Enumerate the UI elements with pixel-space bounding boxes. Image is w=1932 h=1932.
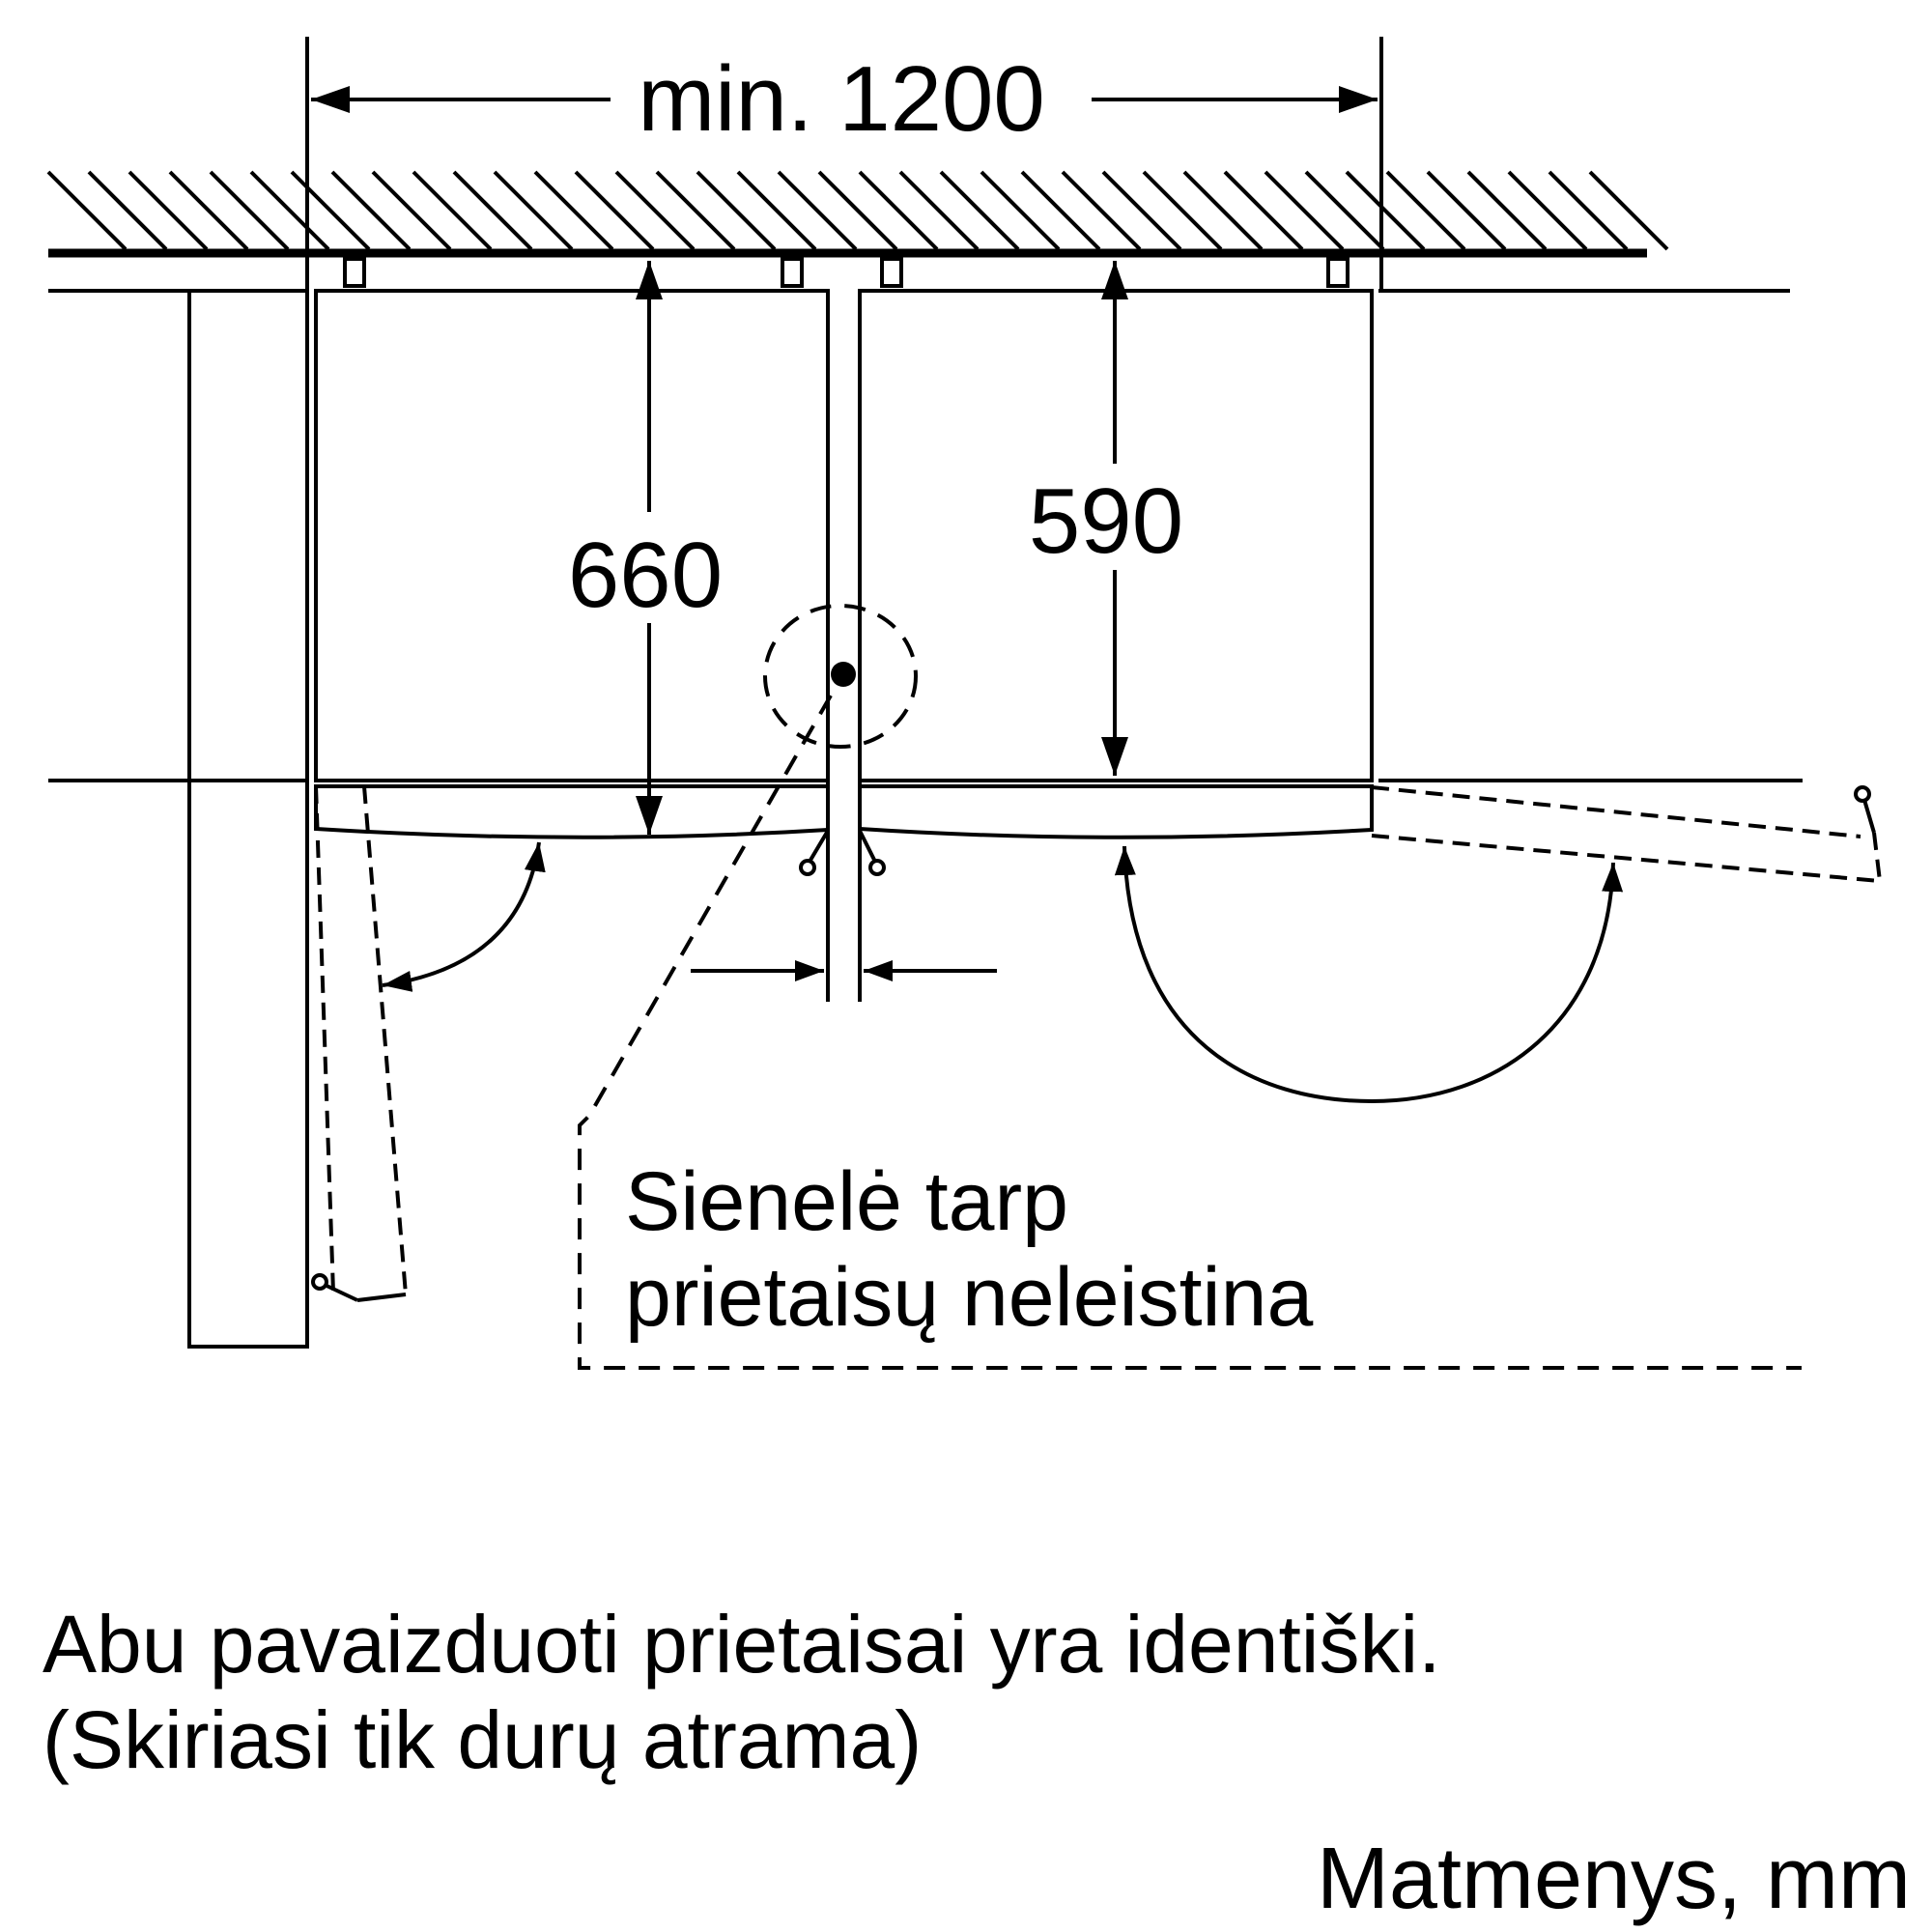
hatch-line: [817, 170, 898, 251]
hatch-line: [1223, 170, 1304, 251]
hatch-line: [736, 170, 817, 251]
left-door-swing-arrow: [382, 841, 546, 992]
hatch-line: [1385, 170, 1466, 251]
right-door-swing-arrow: [1114, 845, 1624, 1104]
hatch-line: [46, 170, 128, 251]
hatch-line: [1142, 170, 1223, 251]
hatch-line: [1101, 170, 1182, 251]
extension-lines: [305, 37, 1383, 291]
hatch-line: [412, 170, 493, 251]
left-door-handle: [311, 1273, 407, 1302]
hatch-line: [290, 170, 371, 251]
hatch-line: [452, 170, 533, 251]
hatch-line: [614, 170, 696, 251]
right-depth-label: 590: [1029, 469, 1183, 573]
note-leader: [578, 695, 1802, 1370]
wall-hatching: [46, 170, 1669, 251]
width-dimension-label: min. 1200: [638, 47, 1045, 151]
hatch-line: [493, 170, 574, 251]
right-door-open: [1370, 785, 1882, 883]
hatch-line: [939, 170, 1020, 251]
caption-line-2: (Skiriasi tik durų atrama): [43, 1694, 922, 1785]
hatch-line: [128, 170, 209, 251]
hatch-line: [574, 170, 655, 251]
hatch-line: [858, 170, 939, 251]
cabinet-outline: [48, 289, 1803, 1349]
hatch-line: [87, 170, 168, 251]
hatch-line: [1264, 170, 1345, 251]
note-line-1: Sienelė tarp: [625, 1155, 1068, 1248]
units-label: Matmenys, mm: [1317, 1831, 1911, 1927]
right-door-handle: [1854, 785, 1876, 834]
hatch-line: [1304, 170, 1385, 251]
hatch-line: [371, 170, 452, 251]
hatch-line: [1466, 170, 1548, 251]
hatch-line: [209, 170, 290, 251]
detail-circle: [763, 604, 918, 749]
caption-line-1: Abu pavaizduoti prietaisai yra identiški…: [43, 1599, 1440, 1690]
left-door-open: [314, 784, 408, 1295]
hatch-line: [1061, 170, 1142, 251]
hatch-line: [330, 170, 412, 251]
door-hinges: [799, 829, 886, 876]
hatch-line: [1020, 170, 1101, 251]
appliance-gap: [691, 291, 997, 1002]
hatch-line: [696, 170, 777, 251]
hatch-line: [1588, 170, 1669, 251]
hatch-line: [1507, 170, 1588, 251]
hatch-line: [1426, 170, 1507, 251]
hatch-line: [777, 170, 858, 251]
hatch-line: [655, 170, 736, 251]
note-line-2: prietaisų neleistina: [625, 1251, 1313, 1344]
hatch-line: [1345, 170, 1426, 251]
hatch-line: [1182, 170, 1264, 251]
hatch-line: [533, 170, 614, 251]
left-depth-label: 660: [568, 524, 723, 627]
hatch-line: [249, 170, 330, 251]
hatch-line: [1548, 170, 1629, 251]
hatch-line: [898, 170, 980, 251]
hatch-line: [980, 170, 1061, 251]
hatch-line: [168, 170, 249, 251]
